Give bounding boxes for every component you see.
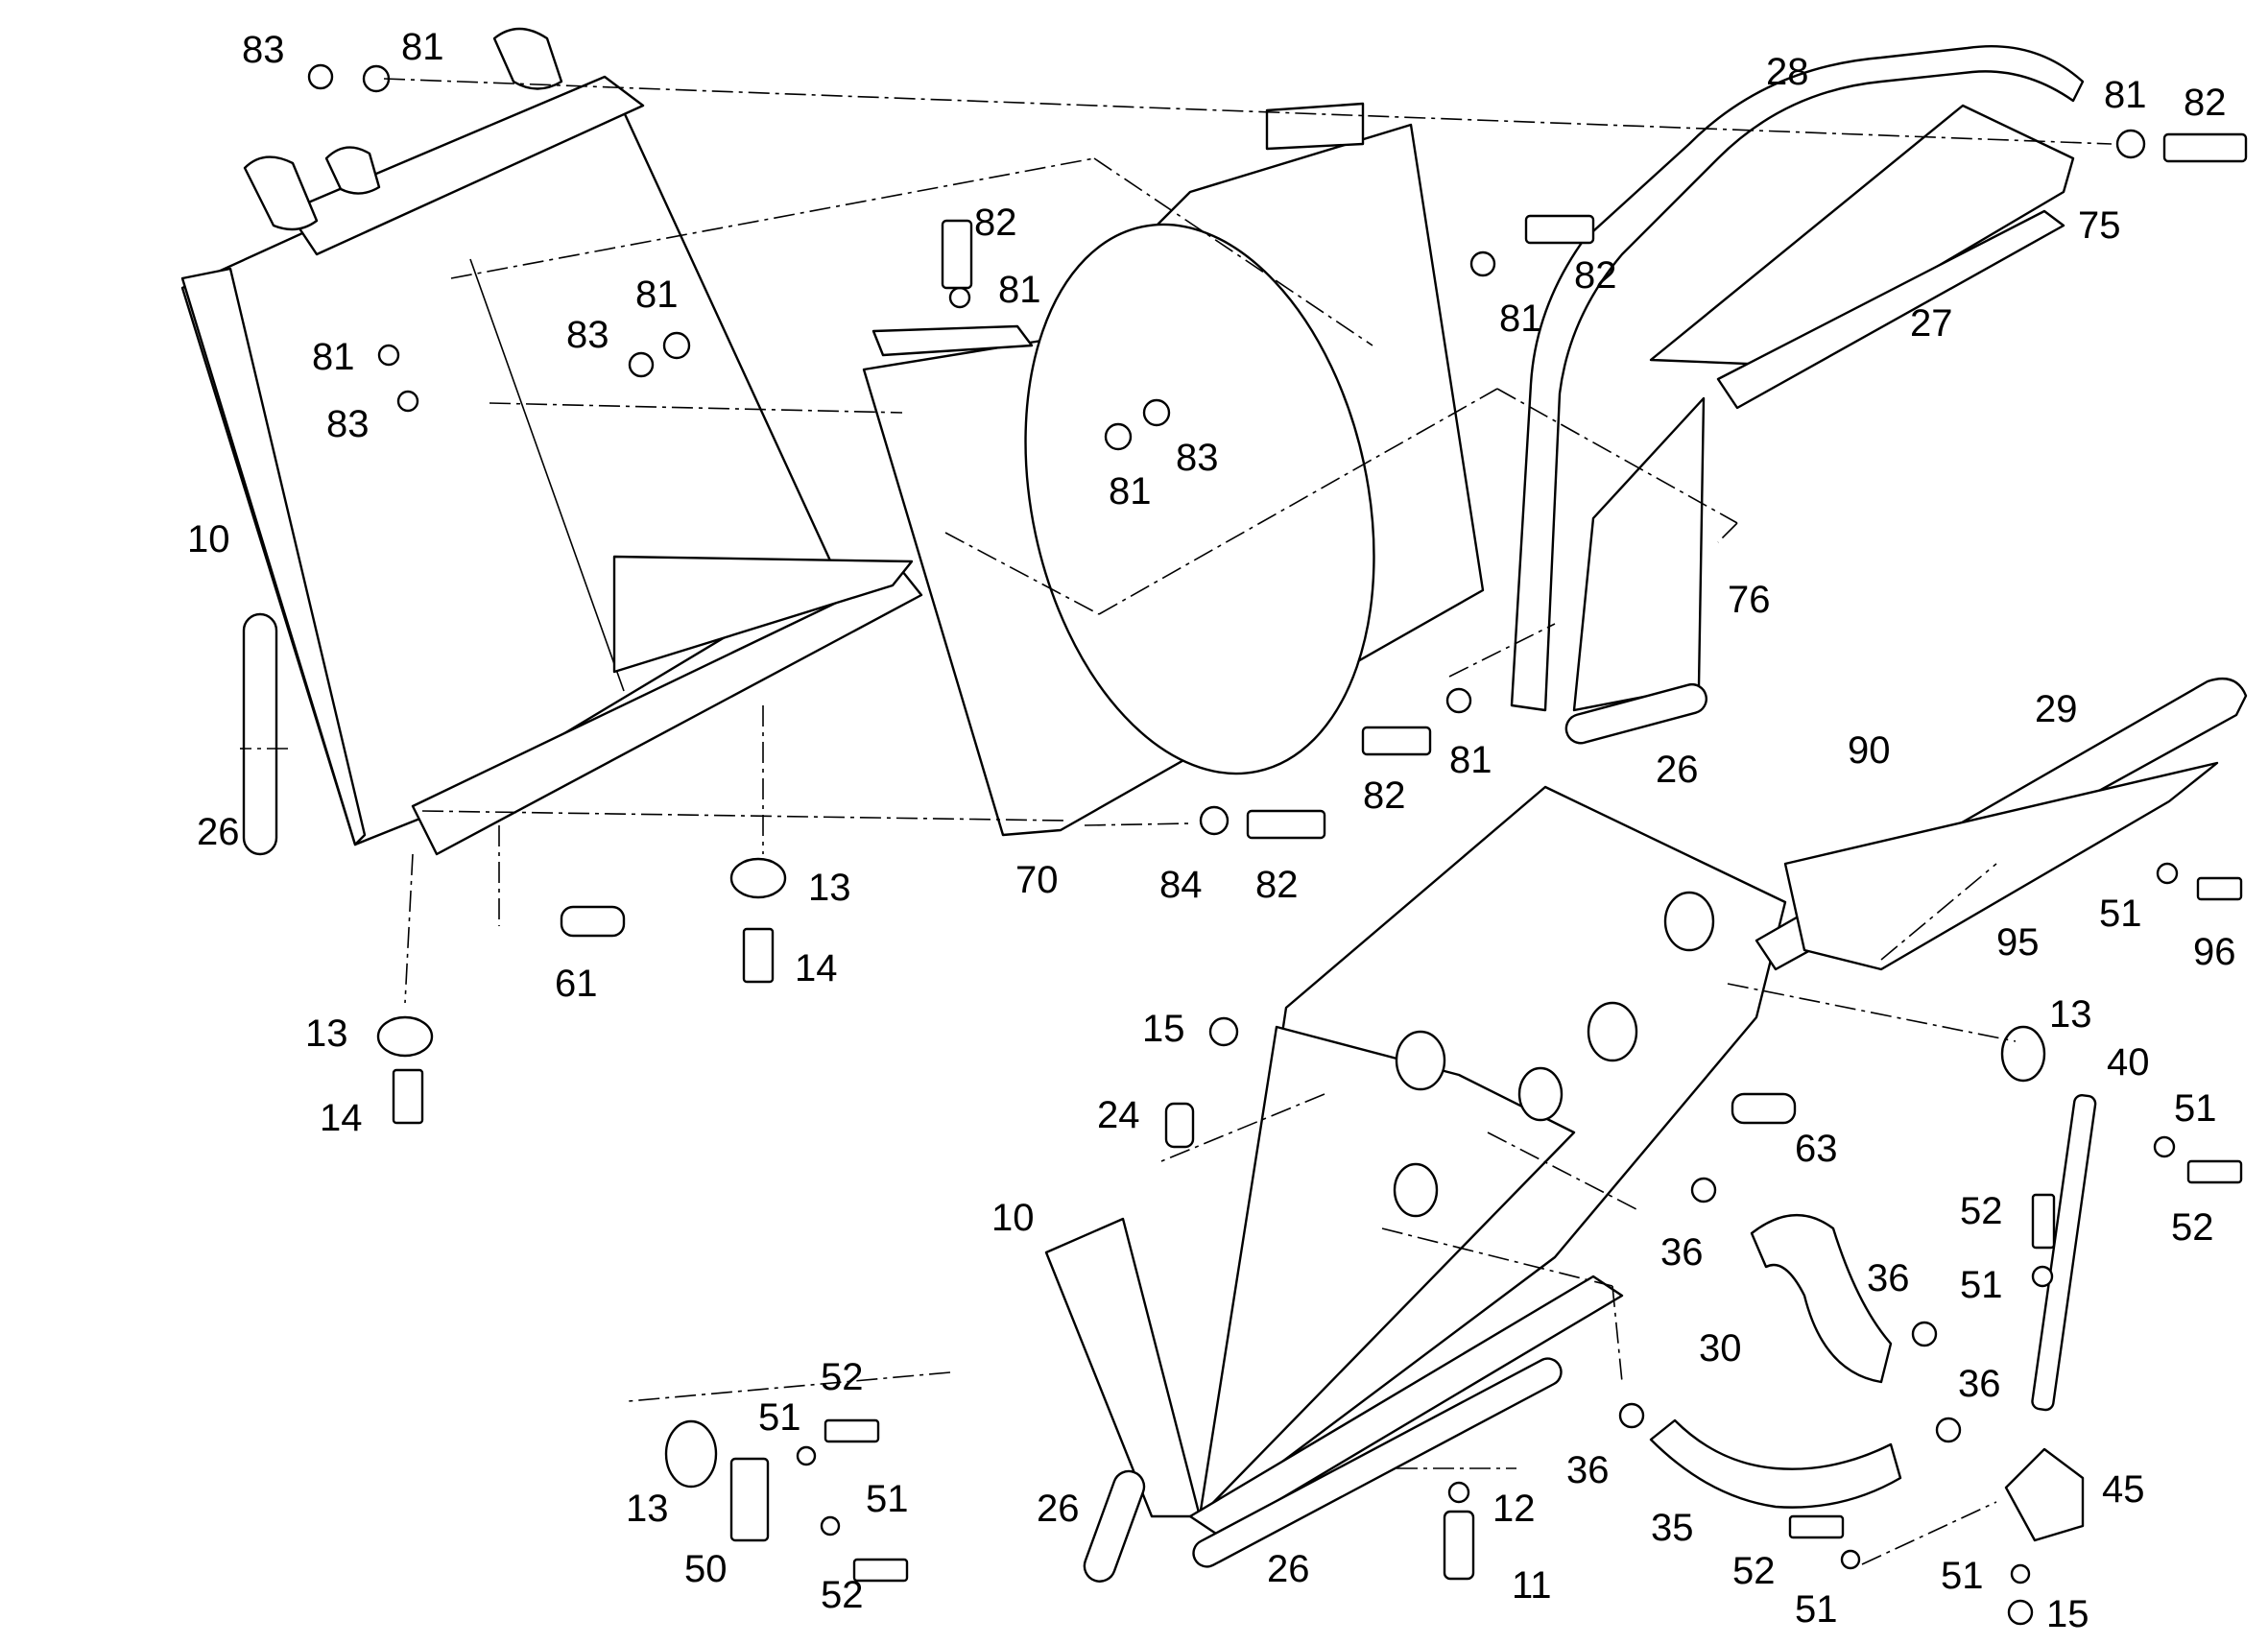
callout-52: 52 — [2171, 1206, 2214, 1249]
callout-26: 26 — [1267, 1548, 1310, 1590]
hose-35 — [1649, 1418, 1902, 1509]
callout-10: 10 — [991, 1197, 1035, 1239]
callout-90: 90 — [1848, 729, 1891, 772]
callout-81: 81 — [401, 26, 444, 68]
callout-51: 51 — [1795, 1588, 1838, 1631]
callout-10: 10 — [187, 518, 230, 560]
hose-26-middle — [1564, 682, 1707, 745]
callout-14: 14 — [320, 1097, 363, 1139]
callout-50: 50 — [684, 1548, 728, 1590]
callout-13: 13 — [626, 1488, 669, 1530]
radiator-upper — [180, 27, 923, 856]
callout-83: 83 — [326, 403, 370, 445]
bracket-45 — [2004, 1447, 2085, 1542]
callout-26: 26 — [1656, 749, 1699, 791]
callout-83: 83 — [566, 314, 609, 356]
callout-12: 12 — [1492, 1488, 1536, 1530]
overflow-hose-left — [242, 612, 278, 856]
callout-81: 81 — [1449, 739, 1492, 781]
leader-lines — [240, 78, 2113, 1565]
callout-13: 13 — [305, 1013, 348, 1055]
callout-24: 24 — [1097, 1094, 1140, 1136]
callout-35: 35 — [1651, 1507, 1694, 1549]
callout-81: 81 — [1109, 470, 1152, 512]
callout-82: 82 — [2184, 82, 2227, 124]
callout-52: 52 — [1732, 1550, 1776, 1592]
callout-82: 82 — [1255, 864, 1299, 906]
callout-labels: 83 81 81 83 10 26 81 83 61 13 14 13 14 8… — [187, 26, 2236, 1635]
callout-13: 13 — [808, 867, 851, 909]
callout-51: 51 — [2174, 1087, 2217, 1130]
callout-70: 70 — [1015, 859, 1059, 901]
callout-61: 61 — [555, 963, 598, 1005]
callout-26: 26 — [197, 811, 240, 853]
callout-83: 83 — [242, 29, 285, 71]
hose-26-bottom — [1083, 1357, 1563, 1583]
callout-27: 27 — [1910, 302, 1953, 345]
intercooler-lower — [1044, 785, 1787, 1537]
callout-51: 51 — [1941, 1555, 1984, 1597]
callout-51: 51 — [1960, 1264, 2003, 1306]
callout-13: 13 — [2049, 993, 2092, 1036]
hardware — [307, 63, 2248, 1626]
callout-28: 28 — [1766, 51, 1809, 93]
callout-52: 52 — [821, 1356, 864, 1398]
callout-36: 36 — [1867, 1257, 1910, 1299]
callout-84: 84 — [1159, 864, 1203, 906]
callout-83: 83 — [1176, 437, 1219, 479]
callout-11: 11 — [1512, 1564, 1552, 1607]
callout-40: 40 — [2107, 1041, 2150, 1084]
callout-82: 82 — [974, 202, 1017, 244]
callout-81: 81 — [312, 336, 355, 378]
callout-51: 51 — [2099, 893, 2142, 935]
radiator-hose-29 — [1755, 677, 2248, 971]
callout-36: 36 — [1958, 1363, 2001, 1405]
callout-14: 14 — [795, 947, 838, 989]
callout-29: 29 — [2035, 688, 2078, 730]
callout-52: 52 — [821, 1574, 864, 1616]
hose-30 — [1750, 1214, 1893, 1384]
bracket-50 — [729, 1457, 770, 1542]
callout-81: 81 — [998, 269, 1041, 311]
callout-96: 96 — [2193, 931, 2236, 973]
support-rod-40 — [2031, 1094, 2097, 1412]
callout-15: 15 — [2046, 1593, 2089, 1635]
fan-shroud — [862, 102, 1485, 837]
callout-51: 51 — [758, 1396, 801, 1439]
callout-81: 81 — [635, 274, 679, 316]
callout-75: 75 — [2078, 204, 2121, 247]
callout-82: 82 — [1574, 254, 1617, 297]
callout-52: 52 — [1960, 1190, 2003, 1232]
callout-81: 81 — [2104, 74, 2147, 116]
callout-63: 63 — [1795, 1128, 1838, 1170]
callout-36: 36 — [1660, 1231, 1704, 1274]
callout-15: 15 — [1142, 1008, 1185, 1050]
callout-26: 26 — [1037, 1488, 1080, 1530]
callout-51: 51 — [866, 1478, 909, 1520]
callout-76: 76 — [1728, 579, 1771, 621]
callout-45: 45 — [2102, 1468, 2145, 1511]
upper-hose-28 — [1510, 44, 2085, 712]
side-shroud-76 — [1572, 396, 1706, 712]
callout-82: 82 — [1363, 774, 1406, 817]
callout-36: 36 — [1566, 1449, 1610, 1491]
callout-81: 81 — [1499, 298, 1542, 340]
upper-cover-27 — [1649, 104, 2075, 410]
callout-95: 95 — [1996, 921, 2040, 964]
callout-30: 30 — [1699, 1327, 1742, 1370]
